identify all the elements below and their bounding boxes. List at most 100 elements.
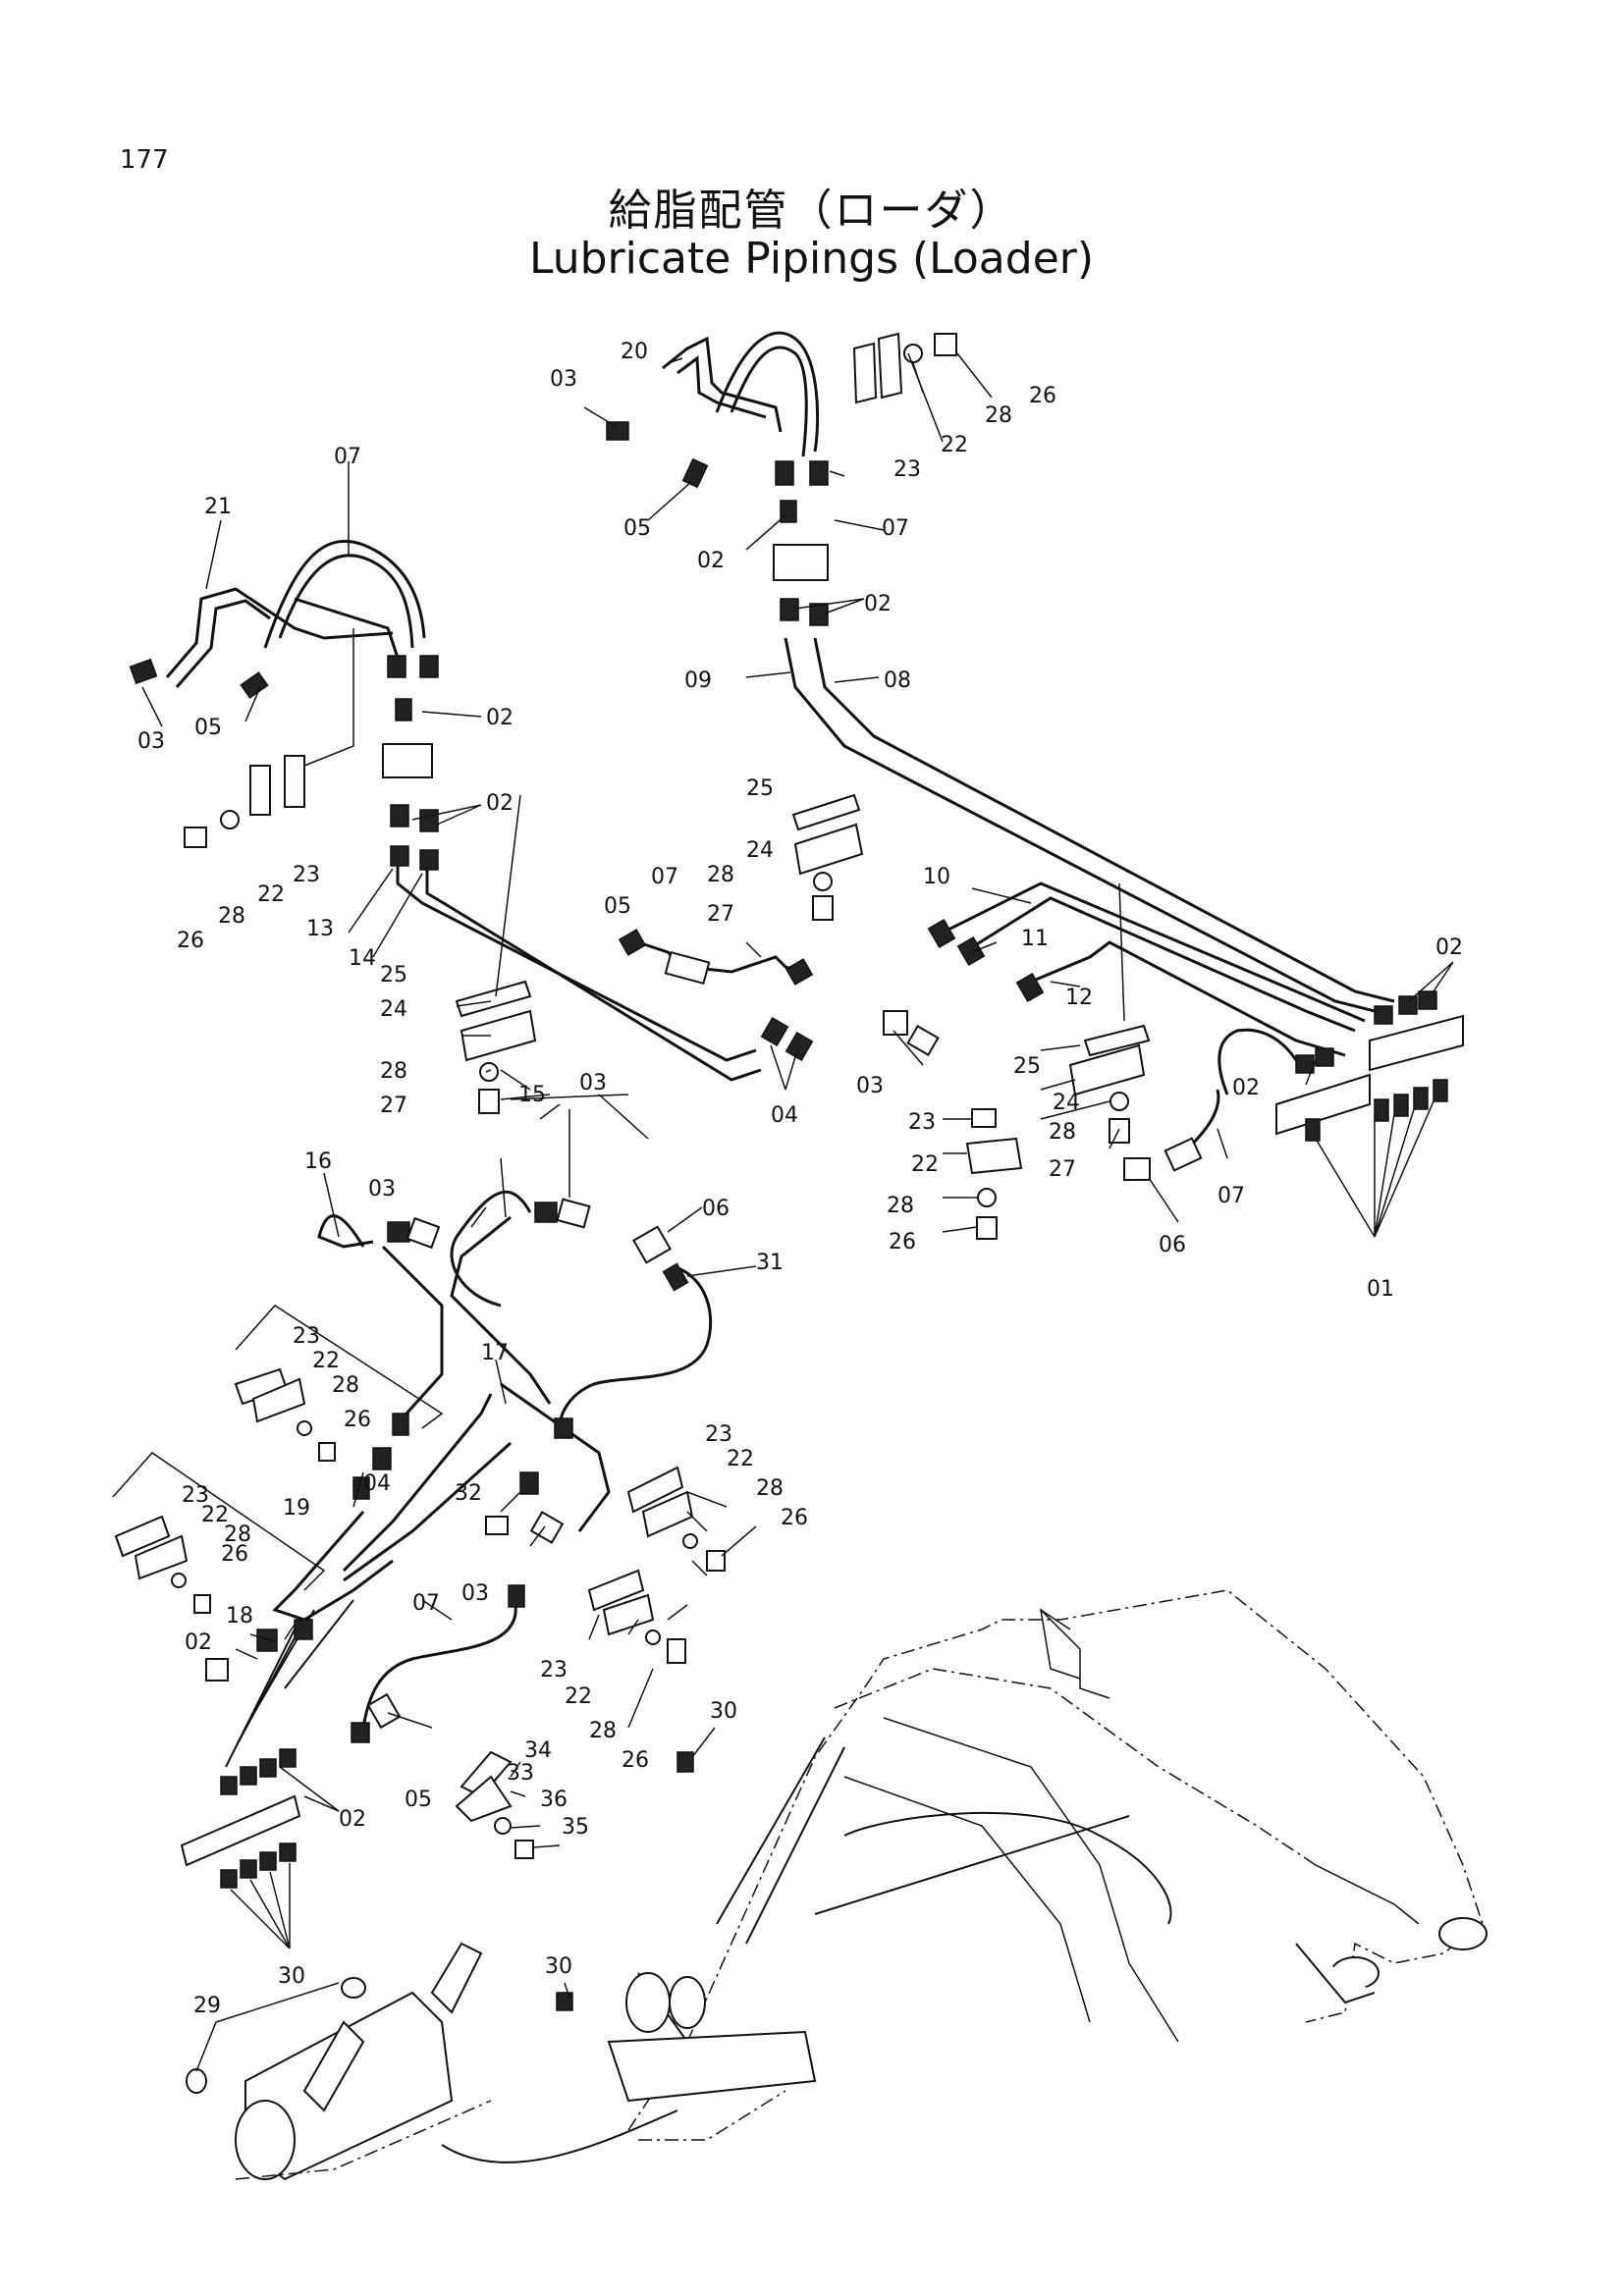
callout-label: 30 <box>710 1699 737 1724</box>
callout-label: 02 <box>1232 1076 1260 1100</box>
callout-label: 05 <box>623 516 651 541</box>
callout-label: 04 <box>363 1471 391 1496</box>
callout-label: 12 <box>1065 986 1093 1010</box>
callout-label: 14 <box>349 946 376 971</box>
callout-label: 22 <box>565 1684 592 1709</box>
callout-label: 03 <box>579 1071 607 1095</box>
clamp-stack-left <box>455 980 537 1114</box>
callout-label: 27 <box>380 1094 407 1118</box>
callout-label: 03 <box>856 1074 884 1098</box>
long-pipes-08-12 <box>784 637 1395 1057</box>
callout-label: 05 <box>604 894 631 919</box>
callout-label: 23 <box>293 863 320 887</box>
callout-label: 26 <box>344 1408 371 1432</box>
callout-label: 24 <box>380 997 407 1022</box>
top-left-pipe-group <box>129 539 439 832</box>
callout-label: 02 <box>864 592 892 616</box>
callout-label: 15 <box>518 1083 546 1107</box>
callout-label: 30 <box>278 1964 305 1989</box>
grease-nipple-30-b <box>556 1992 573 2011</box>
callout-label: 02 <box>185 1630 212 1655</box>
pipe-31 <box>554 1225 713 1439</box>
callout-label: 23 <box>893 457 921 482</box>
boxed-clamp-lower-left <box>112 1452 326 1614</box>
callout-label: 28 <box>985 403 1012 428</box>
callout-label: 27 <box>1049 1157 1076 1182</box>
callout-label: 07 <box>1217 1184 1245 1208</box>
callout-label: 02 <box>486 706 514 730</box>
page-title-english: Lubricate Pipings (Loader) <box>528 234 1095 284</box>
cylinder-detail-29 <box>186 1942 678 2181</box>
callout-label: 02 <box>486 791 514 816</box>
pipe-07-right <box>1123 1028 1298 1181</box>
callout-label: 26 <box>177 929 204 953</box>
callout-label: 02 <box>697 549 725 573</box>
boxed-clamp-upper-left <box>234 1305 444 1462</box>
callout-label: 22 <box>312 1349 340 1373</box>
callout-label: 10 <box>923 865 950 889</box>
callout-label: 07 <box>651 865 678 889</box>
callout-label: 23 <box>182 1483 209 1508</box>
callout-label: 31 <box>756 1251 784 1275</box>
callout-label: 04 <box>771 1103 798 1128</box>
callout-label: 03 <box>461 1581 489 1606</box>
callout-label: 28 <box>1049 1120 1076 1145</box>
pipe-07-lower <box>351 1584 525 1743</box>
callout-label: 26 <box>1029 384 1056 408</box>
callout-label: 07 <box>412 1591 440 1616</box>
callout-label: 07 <box>334 445 361 469</box>
callout-label: 03 <box>137 729 165 754</box>
callout-label: 22 <box>911 1152 939 1177</box>
callout-label: 32 <box>455 1481 482 1506</box>
callout-label: 19 <box>283 1496 310 1521</box>
callout-label: 13 <box>306 917 334 941</box>
callout-label: 07 <box>882 516 909 541</box>
callout-label: 06 <box>1159 1233 1186 1257</box>
bracket-33-36 <box>455 1750 534 1859</box>
left-clamp-group <box>184 755 305 848</box>
callout-label: 28 <box>380 1059 407 1084</box>
callout-label: 25 <box>1013 1054 1041 1079</box>
callout-label: 36 <box>540 1788 568 1812</box>
page-number: 177 <box>120 145 169 175</box>
lower-left-manifold <box>180 1748 301 1949</box>
grease-nipple-30 <box>676 1751 694 1773</box>
top-centre-pipe-group <box>606 331 957 626</box>
callout-label: 26 <box>221 1542 248 1567</box>
callout-label: 23 <box>293 1324 320 1349</box>
callout-label: 16 <box>304 1149 332 1174</box>
callout-label: 11 <box>1021 927 1049 951</box>
callout-label: 28 <box>756 1476 784 1501</box>
callout-label: 30 <box>545 1954 572 1979</box>
callout-label: 22 <box>201 1503 229 1527</box>
callout-label: 26 <box>781 1506 808 1530</box>
clamp-stack-centre <box>791 793 864 921</box>
callout-label: 23 <box>540 1658 568 1682</box>
callout-label: 03 <box>550 367 577 392</box>
callout-label: 21 <box>204 495 232 519</box>
callout-label: 22 <box>257 882 285 907</box>
callout-label: 17 <box>481 1341 509 1365</box>
callout-label: 02 <box>1435 935 1463 960</box>
callout-label: 26 <box>622 1748 649 1773</box>
page-title-japanese: 給脂配管（ローダ） <box>608 186 1015 236</box>
callout-label: 03 <box>368 1177 396 1201</box>
callout-label: 28 <box>224 1522 251 1547</box>
fitting-03-right-b <box>906 1024 940 1057</box>
callout-label: 02 <box>339 1807 366 1832</box>
callout-label: 05 <box>405 1788 432 1812</box>
pipe-07-centre <box>618 929 814 986</box>
callout-label: 18 <box>226 1604 253 1629</box>
callout-label: 23 <box>705 1422 732 1447</box>
callout-label: 25 <box>746 776 774 801</box>
leader-lines <box>141 352 1454 1999</box>
callout-label: 24 <box>746 838 774 863</box>
callout-label: 29 <box>193 1994 221 2018</box>
callout-label: 06 <box>702 1197 730 1221</box>
callout-label: 26 <box>889 1230 916 1255</box>
callout-label: 27 <box>707 902 734 927</box>
callout-label: 24 <box>1053 1091 1080 1115</box>
callout-label: 09 <box>684 668 712 693</box>
callout-label: 28 <box>707 863 734 887</box>
